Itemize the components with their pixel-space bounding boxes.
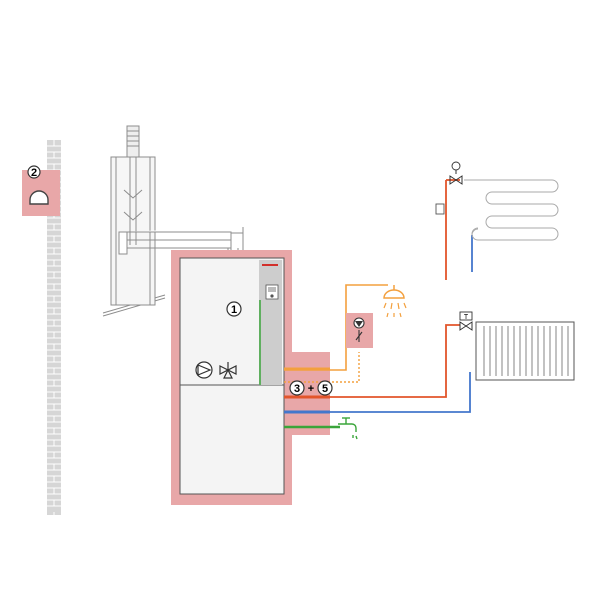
wall-unit-icon bbox=[29, 190, 49, 205]
underfloor-heating-icon: M bbox=[435, 161, 559, 280]
control-panel bbox=[259, 260, 282, 385]
tap-icon bbox=[338, 417, 358, 440]
radiator-icon: T bbox=[459, 311, 575, 381]
brick-wall: 2 bbox=[22, 140, 61, 515]
flue-chimney bbox=[102, 125, 244, 317]
label-conn-left: 3 bbox=[294, 383, 300, 395]
shower-icon bbox=[370, 284, 407, 318]
label-conn-right: 5 bbox=[322, 383, 328, 395]
pump-icon bbox=[195, 361, 213, 379]
connection-labels: 3 + 5 bbox=[289, 380, 333, 396]
label-thermostat: T bbox=[464, 314, 469, 321]
label-wall-unit: 2 bbox=[31, 167, 37, 179]
room-thermostat bbox=[435, 203, 445, 215]
valve-icon bbox=[219, 362, 237, 379]
label-unit: 1 bbox=[231, 304, 237, 316]
label-conn-plus: + bbox=[308, 383, 314, 395]
heat-unit: 1 bbox=[179, 257, 285, 495]
connection-pipes bbox=[284, 284, 471, 429]
mixing-valve bbox=[346, 313, 373, 348]
